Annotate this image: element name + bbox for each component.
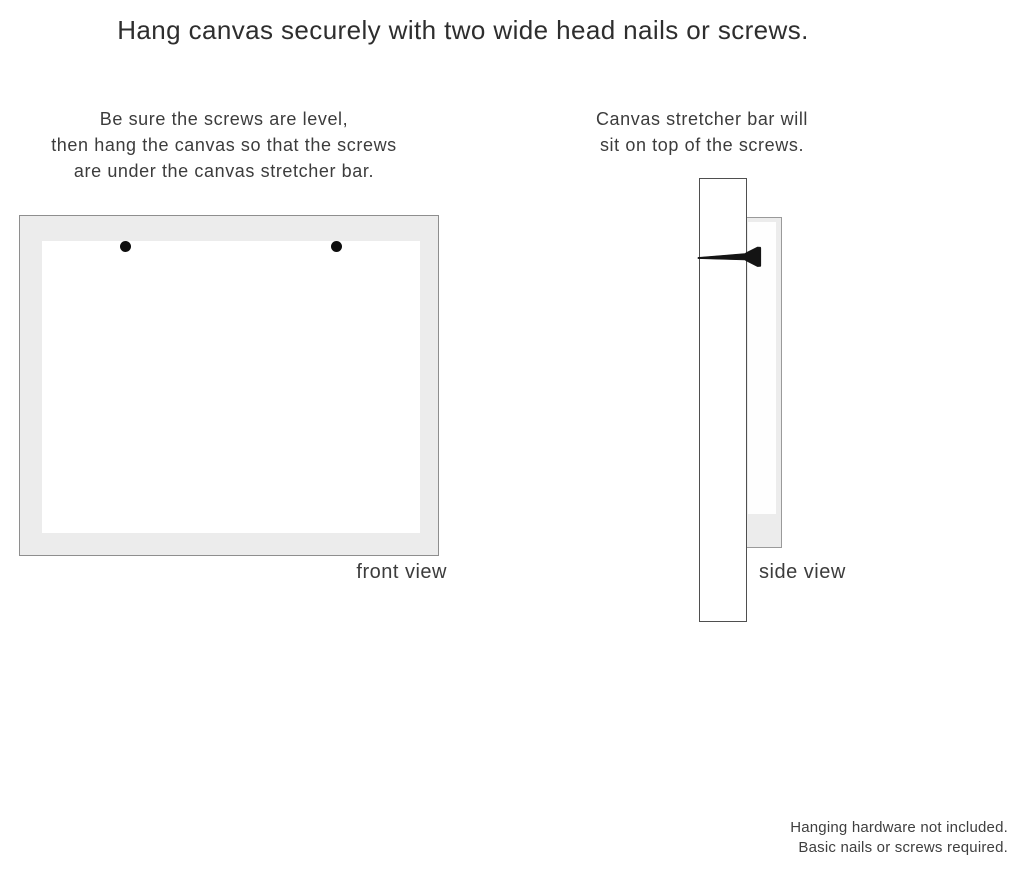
front-view-label: front view [356, 561, 447, 583]
hardware-footnote: Hanging hardware not included. Basic nai… [790, 819, 1008, 856]
canvas-front-face [42, 241, 420, 533]
side-view-label: side view [759, 561, 846, 583]
screw-head-left-icon [120, 241, 131, 252]
page-title: Hang canvas securely with two wide head … [117, 15, 809, 45]
side-view-instructions: Canvas stretcher bar will sit on top of … [595, 109, 809, 155]
front-view-instructions: Be sure the screws are level, then hang … [51, 109, 397, 181]
screw-head-right-icon [331, 241, 342, 252]
nail-icon [697, 246, 762, 267]
canvas-side-face [748, 222, 776, 514]
wall-strip [699, 178, 747, 622]
